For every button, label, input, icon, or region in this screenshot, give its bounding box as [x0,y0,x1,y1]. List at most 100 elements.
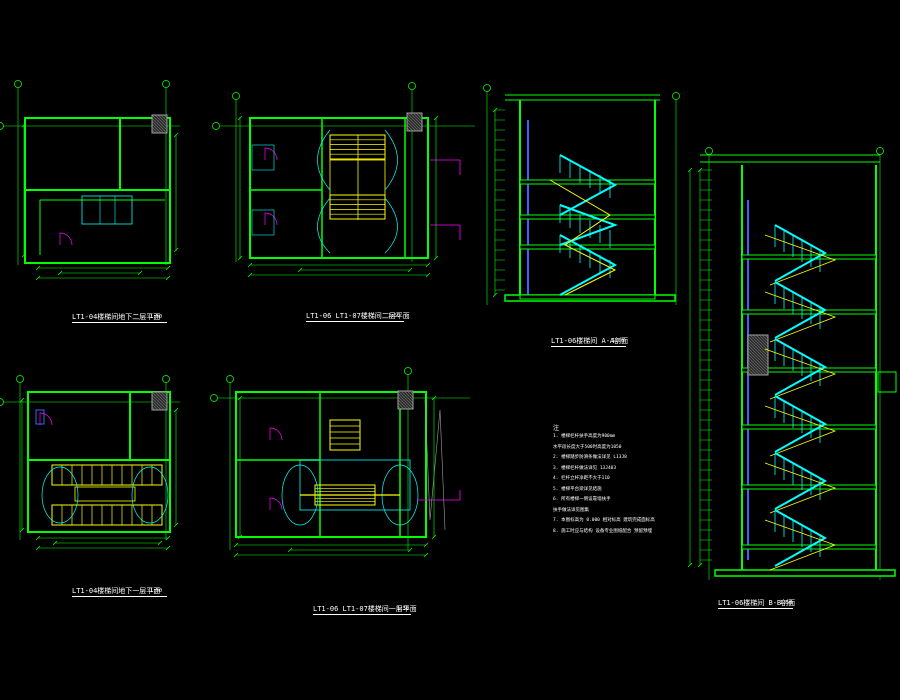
scale-plan-lower1: 1:50 [150,588,163,594]
hatch-line [764,334,769,339]
stair-railing [774,452,828,510]
wall-outline [27,391,171,533]
hatch-line [747,368,755,376]
wall-outline [249,117,429,259]
general-notes: 注 1. 楼梯栏杆扶手高度为900mm 水平段长度大于500时高度为1050 2… [553,423,703,537]
stair-railing [559,154,618,216]
stair-stringer [764,291,837,343]
dimension-tick [173,407,179,413]
dimension-tick [237,534,243,540]
dimension-tick [35,275,41,281]
stair-flight [329,194,386,220]
grid-bubble [16,375,24,383]
stair-railing [774,509,828,567]
title-plan-lower1: LT1-04楼梯间地下一层平面 [72,587,161,595]
grid-bubble [0,122,4,130]
underline-section-b [718,608,793,609]
dimension-tick [247,262,253,268]
floor-slab [519,179,656,185]
hatch-line [397,396,411,410]
dimension-tick [165,535,171,541]
hatch-line [406,121,417,132]
stair-railing [559,234,618,296]
underline-plan-floor1 [313,614,411,615]
hatch-line [747,341,769,363]
hatch-line [406,127,411,132]
hatch-line [151,400,162,411]
note-line: 8. 施工时应与结构 设备专业图纸配合 预留预埋 [553,528,653,534]
notes-heading: 注 [553,425,560,432]
dimension-tick [173,247,179,253]
hatch-line [747,344,769,366]
equipment-box [81,195,133,225]
grid-bubble [14,80,22,88]
hatch-line [749,334,769,354]
hatched-column [397,390,414,410]
dimension-tick [407,267,413,273]
landing [329,159,386,196]
dimension-tick [35,545,41,551]
grid-bubble [226,375,234,383]
dimension-tick [687,167,693,173]
dimension-tick [237,255,243,261]
note-line: 4. 栏杆立杆净距不大于110 [553,476,610,481]
hatch-line [747,371,752,376]
dimension-tick [492,107,498,113]
hatch-line [406,390,414,398]
hatch-line [397,399,408,410]
stair-flight [329,419,361,451]
door-swing [59,232,73,246]
dimension-tick [35,535,41,541]
dimension-tick [407,547,413,553]
hatch-line [747,353,769,375]
door-swing [269,427,283,441]
title-plan-floor2: LT1-06 LT1-07楼梯间二层平面 [306,312,410,320]
dimension-tick [425,272,431,278]
dimension-tick [697,167,703,173]
stair-curve [384,197,398,254]
stair-curve [41,466,79,524]
landing [74,486,136,502]
scale-plan-floor2: 1:50 [388,313,401,319]
stair-stringer [764,234,837,286]
dimension-tick [237,395,243,401]
note-line: 2. 楼梯踏步防滑条做法详见 L13J8 [553,455,627,460]
stair-railing [559,204,618,246]
dimension-tick [697,562,703,568]
hatch-line [151,126,159,134]
floor-slab [741,424,877,430]
fixture [35,409,45,425]
dimension-tick [492,292,498,298]
dimension-tick [247,272,253,278]
hatch-line [163,114,168,119]
dimension-tick [237,115,243,121]
dimension-tick [137,270,143,276]
title-plan-floor1: LT1-06 LT1-07楼梯间一层平面 [313,605,417,613]
hatch-line [163,391,168,396]
hatch-line [406,118,420,132]
fixture [251,144,275,171]
grid-bubble [404,367,412,375]
stair-flight [51,504,163,526]
stair-railing [774,395,828,453]
floor-slab [519,294,656,300]
stair-curve [317,129,331,191]
dimension-tick [21,252,27,258]
grid-bubble [876,147,884,155]
grid-bubble [705,147,713,155]
hatch-line [151,397,165,411]
dimension-tick [35,265,41,271]
scale-section-b: 1:50 [780,600,793,606]
slab [714,569,896,577]
hatch-line [406,115,423,132]
hatch-line [747,359,764,376]
hatch-line [409,112,423,126]
hatch-line [151,117,168,134]
stair-outline [299,459,411,511]
note-line: 5. 楼梯平台梁详见结施 [553,486,602,492]
hatch-line [761,334,769,342]
underline-section-a [551,346,626,347]
grid-bubble [210,394,218,402]
hatch-line [747,338,769,360]
dimension-tick [165,275,171,281]
